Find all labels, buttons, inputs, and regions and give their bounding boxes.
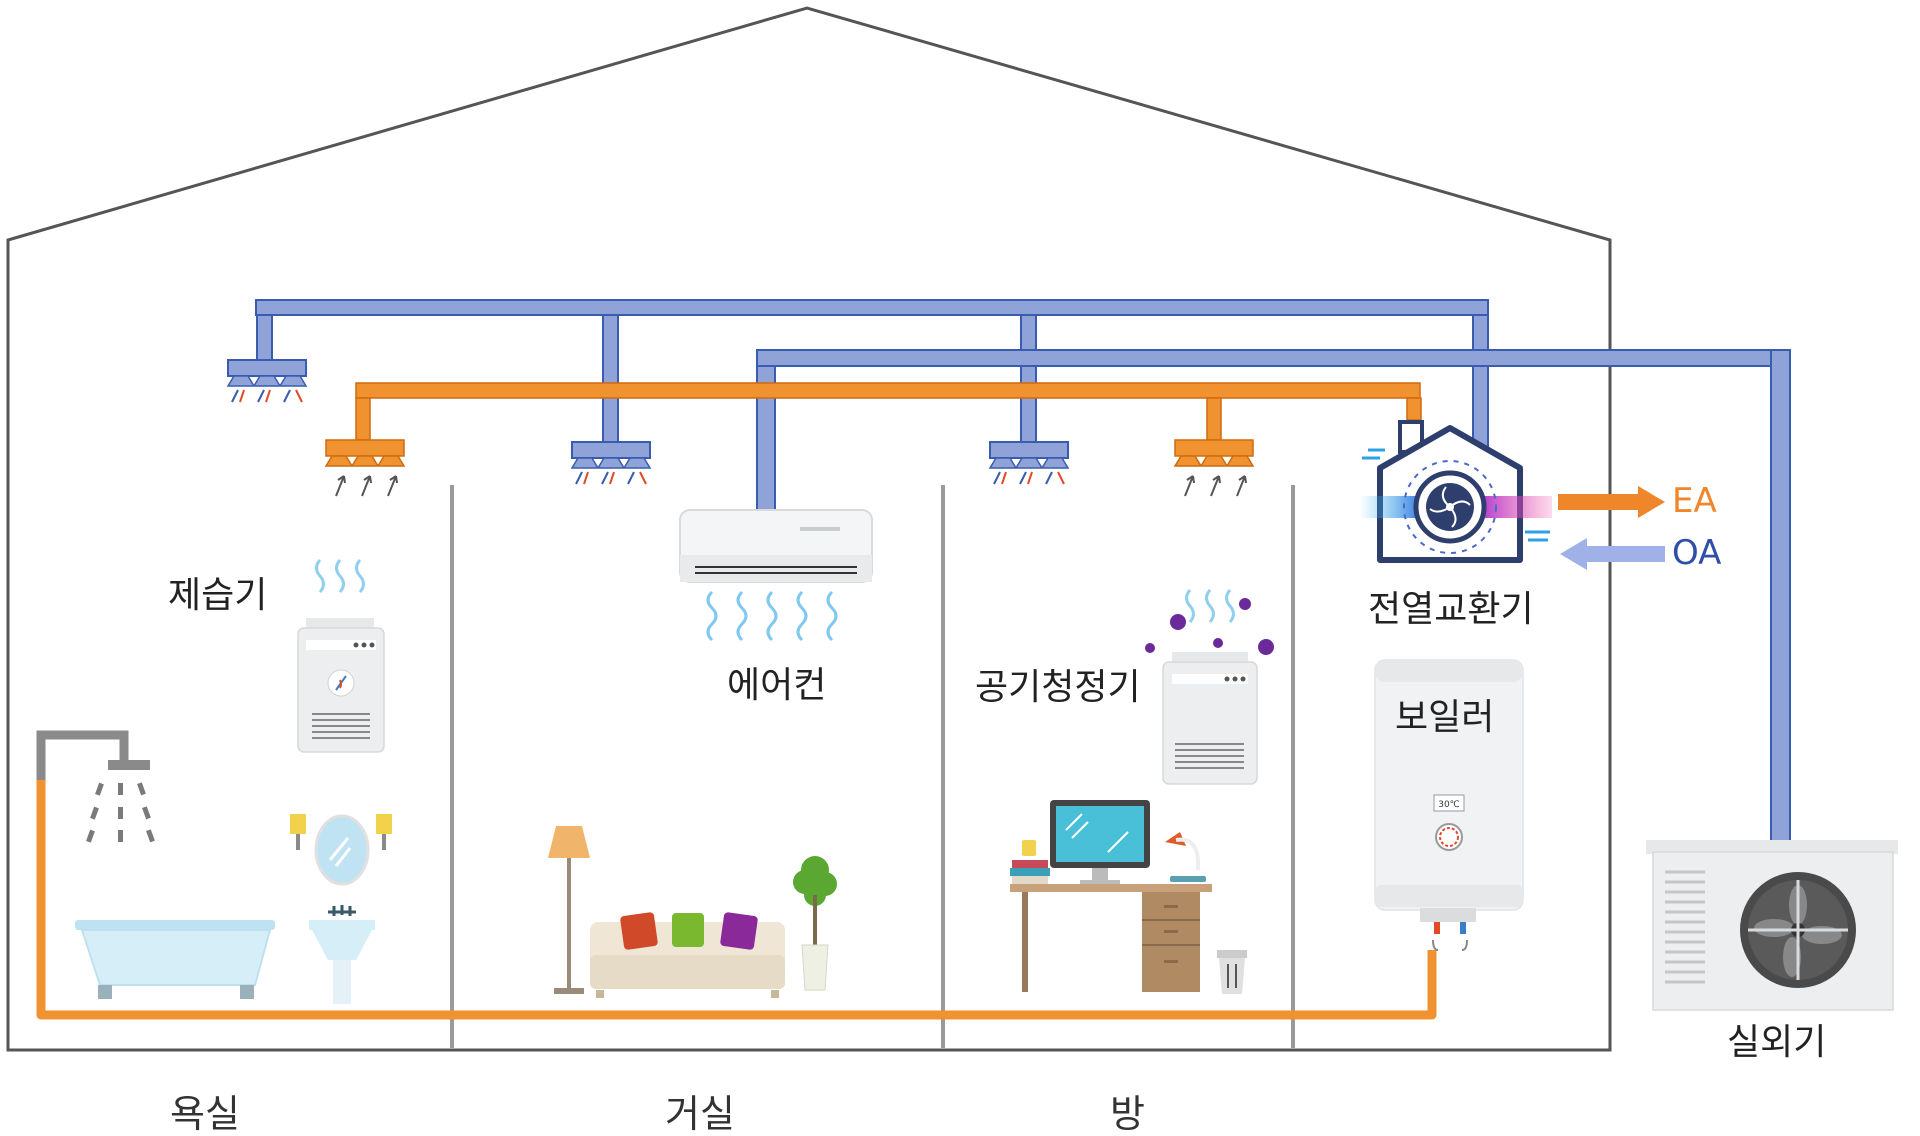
sofa-icon: [590, 912, 785, 998]
erv-label: 전열교환기: [1368, 589, 1534, 630]
room-label-bedroom: 방: [1110, 1092, 1145, 1136]
boiler-water-pipe: [36, 780, 1437, 1020]
erv-icon: [1360, 420, 1552, 563]
air-conditioner-label: 에어컨: [727, 665, 827, 706]
oa-arrow: [1560, 538, 1665, 570]
exhaust-diffuser-bathroom: [324, 439, 406, 497]
oa-label: OA: [1672, 533, 1722, 573]
air-purifier-icon: [1145, 589, 1274, 785]
air-conditioner-icon: [679, 509, 873, 642]
supply-diffuser-bedroom: [988, 441, 1070, 485]
exhaust-diffuser-bedroom: [1173, 439, 1255, 497]
floor-lamp-icon: [548, 826, 590, 994]
room-label-living-room: 거실: [665, 1092, 735, 1136]
ea-arrow: [1558, 486, 1665, 518]
boiler-icon: 30℃: [1374, 659, 1524, 951]
shower-icon: [36, 730, 155, 843]
potted-plant-icon: [793, 856, 837, 991]
ea-label: EA: [1672, 481, 1717, 521]
supply-ducts: [255, 299, 1791, 842]
room-label-bathroom: 욕실: [170, 1092, 240, 1136]
sink-and-mirror-icon: [290, 814, 392, 1004]
dehumidifier-label: 제습기: [168, 575, 268, 616]
air-purifier-label: 공기청정기: [975, 667, 1141, 708]
desk-with-computer-icon: [1010, 800, 1247, 994]
house-outline: [6, 6, 1612, 1052]
outdoor-unit-icon: [1646, 840, 1898, 1011]
supply-diffuser-bathroom: [226, 359, 308, 403]
boiler-label: 보일러: [1395, 697, 1495, 738]
supply-diffuser-living: [570, 441, 652, 485]
boiler-thermostat-readout: 30℃: [1438, 800, 1460, 810]
dehumidifier-icon: [297, 559, 385, 753]
bathtub-icon: [75, 920, 275, 999]
exhaust-ducts: [355, 382, 1422, 441]
outdoor-unit-label: 실외기: [1727, 1022, 1827, 1063]
